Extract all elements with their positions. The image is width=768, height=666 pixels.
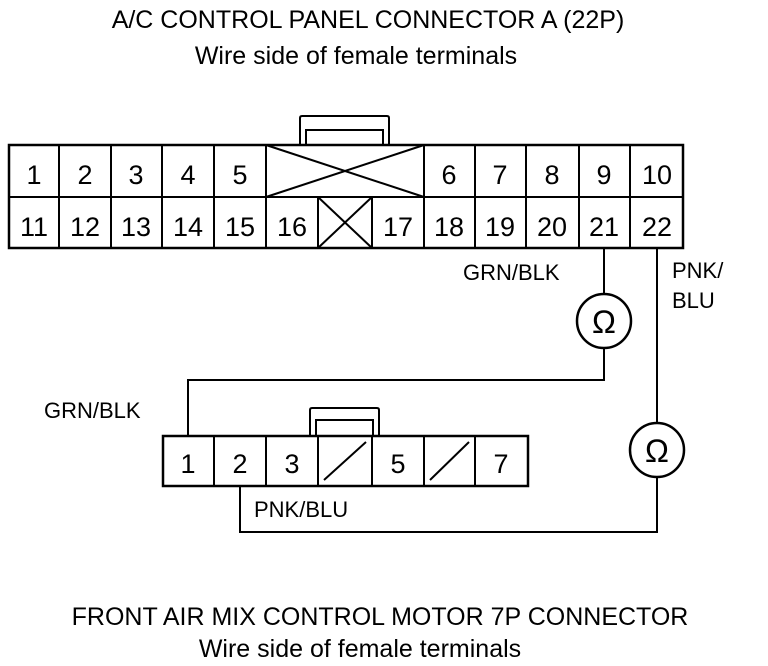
pin-label: 4	[180, 160, 195, 190]
pin-label: 11	[20, 212, 48, 242]
bottom-blank-cavity-6	[429, 441, 470, 481]
bottom-connector-labels: 1 2 3 5 7	[180, 449, 508, 479]
ohmmeter-icon: Ω	[628, 421, 686, 479]
top-connector-subtitle: Wire side of female terminals	[195, 42, 517, 70]
bottom-connector-lock-tab	[309, 407, 380, 436]
pin-label: 20	[537, 212, 567, 242]
pin-label: 22	[642, 212, 672, 242]
pin-label: 5	[232, 160, 247, 190]
pin-label: 3	[128, 160, 143, 190]
pin-label: 15	[225, 212, 255, 242]
pin-label: 3	[284, 449, 299, 479]
bottom-blank-cavity-4	[323, 441, 367, 481]
top-blank-cavity-large	[265, 144, 425, 198]
bottom-connector-lock-tab-foot	[315, 419, 374, 436]
top-connector-title: A/C CONTROL PANEL CONNECTOR A (22P)	[112, 6, 625, 34]
pin-label: 6	[441, 160, 456, 190]
wire-grn-blk-lower	[187, 348, 605, 436]
pin-label: 2	[232, 449, 247, 479]
pin-label: 21	[589, 212, 619, 242]
top-connector-row2-labels: 11 12 13 14 15 16 17 18 19 20 21 22	[20, 212, 672, 242]
wiring	[187, 248, 658, 533]
pin-label: 14	[173, 212, 203, 242]
pin-label: 5	[390, 449, 405, 479]
ohmmeter-icon: Ω	[575, 292, 633, 350]
top-blank-cavity-small	[317, 196, 373, 249]
pin-label: 17	[383, 212, 413, 242]
pin-label: 16	[277, 212, 307, 242]
wire-label-pnk-blu-bottom: PNK/BLU	[254, 497, 348, 522]
wire-label-grn-blk-bottom: GRN/BLK	[44, 398, 141, 423]
pin-label: 9	[596, 160, 611, 190]
bottom-connector-subtitle: Wire side of female terminals	[199, 635, 521, 663]
pin-label: 10	[642, 160, 672, 190]
pin-label: 19	[485, 212, 515, 242]
top-connector-lock-tab-foot	[305, 129, 384, 145]
pin-label: 7	[493, 449, 508, 479]
pin-label: 18	[434, 212, 464, 242]
pin-label: 2	[77, 160, 92, 190]
bottom-connector-title: FRONT AIR MIX CONTROL MOTOR 7P CONNECTOR	[72, 603, 689, 631]
top-connector	[7, 115, 685, 250]
ohm-symbol: Ω	[592, 304, 616, 340]
pin-label: 13	[121, 212, 151, 242]
ohm-symbol: Ω	[645, 433, 669, 469]
pin-label: 8	[544, 160, 559, 190]
wire-label-pnk-blu-top-1: PNK/	[672, 258, 724, 283]
top-connector-row1-labels: 1 2 3 4 5 6 7 8 9 10	[26, 160, 672, 190]
pin-label: 1	[26, 160, 41, 190]
bottom-connector	[161, 407, 530, 488]
wire-label-grn-blk-top: GRN/BLK	[463, 260, 560, 285]
pin-label: 7	[492, 160, 507, 190]
pin-label: 12	[70, 212, 100, 242]
wire-label-pnk-blu-top-2: BLU	[672, 288, 715, 313]
pin-label: 1	[180, 449, 195, 479]
wire-pnk-blu-lower	[239, 477, 658, 533]
